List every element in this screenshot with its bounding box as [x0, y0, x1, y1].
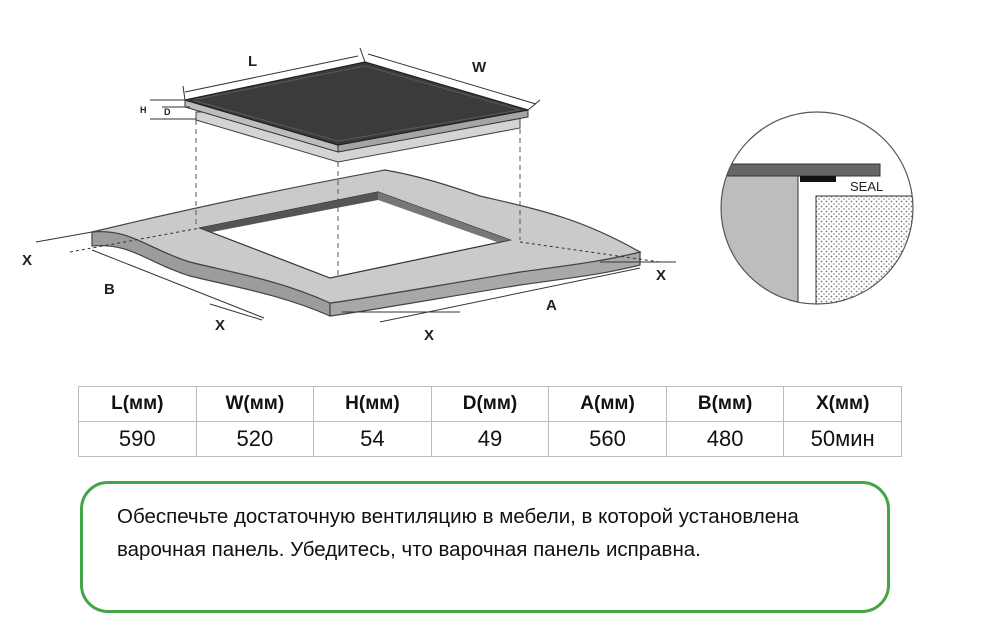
label-D: D — [164, 107, 171, 117]
value-W: 520 — [195, 421, 315, 457]
value-X: 50мин — [783, 421, 902, 457]
label-B: B — [104, 281, 115, 298]
projection-lines — [195, 120, 521, 278]
header-W: W(мм) — [195, 386, 315, 422]
value-L: 590 — [78, 421, 197, 457]
header-B: B(мм) — [665, 386, 785, 422]
value-B: 480 — [665, 421, 785, 457]
note-text: Обеспечьте достаточную вентиляцию в мебе… — [117, 505, 799, 561]
value-H: 54 — [313, 421, 432, 457]
label-X-right: X — [656, 267, 666, 284]
hob — [184, 61, 529, 163]
worktop — [91, 169, 642, 317]
label-seal: SEAL — [850, 179, 883, 194]
ventilation-note: Обеспечьте достаточную вентиляцию в мебе… — [80, 481, 890, 613]
label-H: H — [140, 105, 147, 115]
table-header-row: L(мм) W(мм) H(мм) D(мм) A(мм) B(мм) X(мм… — [78, 386, 902, 422]
dimension-lines — [35, 47, 676, 323]
label-A: A — [546, 297, 557, 314]
label-X-left: X — [22, 252, 32, 269]
header-A: A(мм) — [548, 386, 667, 422]
label-W: W — [472, 59, 487, 76]
header-D: D(мм) — [430, 386, 550, 422]
dimensions-table: L(мм) W(мм) H(мм) D(мм) A(мм) B(мм) X(мм… — [78, 386, 902, 457]
value-A: 560 — [548, 421, 667, 457]
header-H: H(мм) — [313, 386, 432, 422]
label-X-front-right: X — [424, 327, 434, 344]
value-D: 49 — [430, 421, 550, 457]
seal-detail: SEAL — [720, 111, 914, 305]
installation-diagram: L W H D X B X X A X SEAL — [22, 47, 914, 344]
label-X-front-left: X — [215, 317, 225, 334]
table-row: 590 520 54 49 560 480 50мин — [78, 421, 902, 457]
header-L: L(мм) — [78, 386, 197, 422]
label-L: L — [248, 53, 257, 70]
header-X: X(мм) — [783, 386, 902, 422]
